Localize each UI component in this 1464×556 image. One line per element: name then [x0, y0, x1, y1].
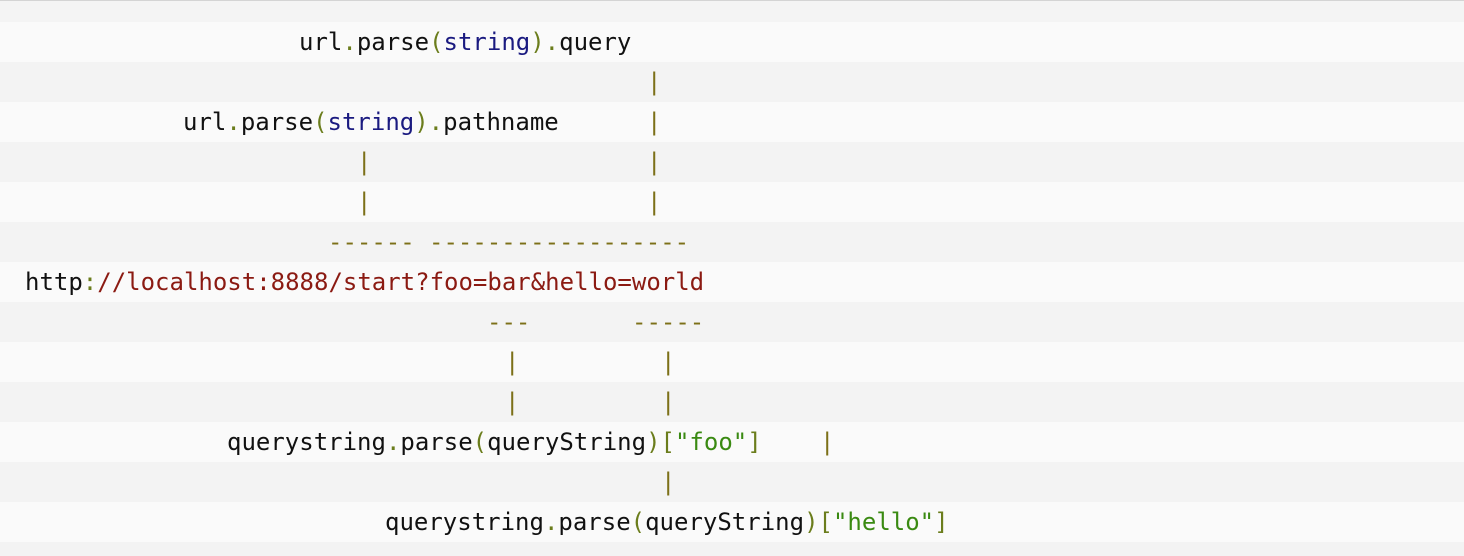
code-line-2: |	[0, 62, 1464, 102]
hello-underline-dashes: -----	[632, 308, 705, 336]
querystring-parse-foo-expression: querystring.parse(queryString)["foo"]	[227, 428, 762, 456]
example-url: http://localhost:8888/start?foo=bar&hell…	[25, 268, 705, 296]
foo-connector-pipe: |	[505, 388, 520, 416]
foo-connector-pipe: |	[505, 348, 520, 376]
pathname-connector-pipe: |	[357, 188, 372, 216]
foo-underline-dashes: ---	[487, 308, 531, 336]
querystring-parse-hello-expression: querystring.parse(queryString)["hello"]	[385, 508, 949, 536]
query-connector-pipe: |	[647, 148, 662, 176]
hello-connector-pipe-offset: |	[820, 428, 835, 456]
code-line-14	[0, 542, 1464, 556]
code-line-11: querystring.parse(queryString)["foo"] |	[0, 422, 1464, 462]
query-connector-pipe: |	[647, 188, 662, 216]
pathname-connector-pipe: |	[357, 148, 372, 176]
hello-connector-pipe: |	[661, 388, 676, 416]
code-line-10: | |	[0, 382, 1464, 422]
hello-connector-pipe: |	[661, 348, 676, 376]
code-line-3: url.parse(string).pathname |	[0, 102, 1464, 142]
code-line-12: |	[0, 462, 1464, 502]
url-parse-pathname-expression: url.parse(string).pathname	[183, 108, 559, 136]
code-line-6: ------ ------------------	[0, 222, 1464, 262]
code-line-9: | |	[0, 342, 1464, 382]
code-line-7: http://localhost:8888/start?foo=bar&hell…	[0, 262, 1464, 302]
query-connector-pipe: |	[647, 108, 662, 136]
query-connector-pipe: |	[647, 68, 662, 96]
code-line-13: querystring.parse(queryString)["hello"]	[0, 502, 1464, 542]
query-underline-dashes: ------------------	[429, 228, 690, 256]
code-line-4: | |	[0, 142, 1464, 182]
hello-connector-pipe: |	[661, 468, 676, 496]
pathname-underline-dashes: ------	[328, 228, 415, 256]
url-parse-query-expression: url.parse(string).query	[299, 28, 632, 56]
code-line-8: --- -----	[0, 302, 1464, 342]
code-line-1: url.parse(string).query	[0, 22, 1464, 62]
code-line-5: | |	[0, 182, 1464, 222]
